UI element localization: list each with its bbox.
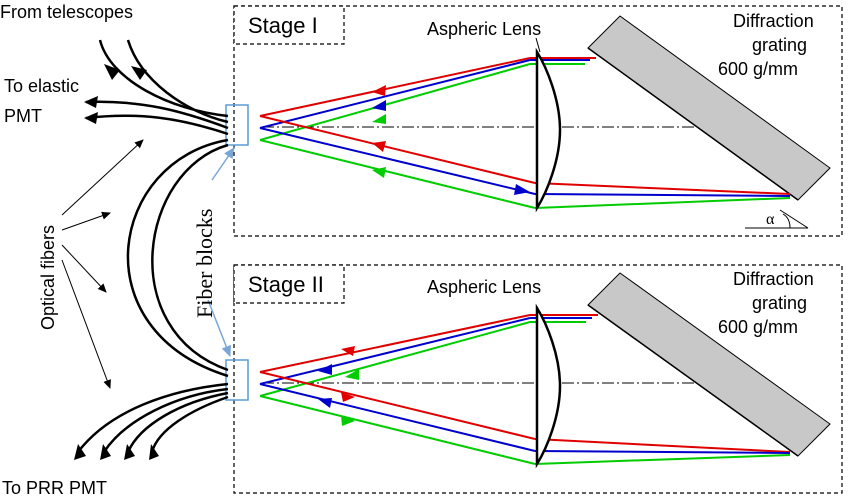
stage-2-ray-blue-lower [259,383,536,452]
stage-2: Stage II [225,264,843,494]
stage-2-ray-green-lower [259,395,536,465]
stage-2-fiber-block [225,359,249,401]
stage-1-ray-green-lower [259,139,536,209]
stage-1-ray-red-upper [259,57,531,117]
stage-2-rays-fiber-lens [259,314,536,465]
fiber-blocks-pointers [207,147,235,357]
fiber-blocks-label: Fiber blocks [192,209,217,318]
fiber-to-prr-1 [77,382,229,453]
fiber-arc-outer [126,138,229,378]
stage-1-grating-surface [587,47,799,201]
fiber-to-elastic-2 [85,114,229,136]
stage-1-grating-label-line2: grating [752,35,807,55]
fiber-arrowheads [74,64,159,460]
stage-1-ray-green-upper [259,63,531,141]
optical-fibers-label: Optical fibers [38,225,58,330]
fiber-from-telescope-2 [126,39,229,124]
stage-1-aspheric-lens [535,47,562,213]
stage-1-alpha-ray [779,209,809,229]
stage-2-grating-label-line3: 600 g/mm [718,317,798,337]
stage-1-grating-label-line1: Diffraction [733,11,814,31]
stage-1-title-box [233,5,345,45]
stage-1: Stage I α [225,5,843,237]
fiber-from-telescope-1 [98,39,229,118]
from-telescopes-label: From telescopes [0,2,133,22]
stage-1-lens-label: Aspheric Lens [427,19,541,39]
stage-1-frame [233,5,843,237]
stage-2-title: Stage II [248,272,324,297]
fiber-to-prr-2 [102,387,229,453]
stage-2-frame [233,264,843,494]
fiber-arc-inner [151,143,229,372]
stage-2-ray-blue-upper [259,317,531,385]
stage-1-ray-blue-lower [259,127,536,195]
stage-1-rays-fiber-lens [259,57,536,209]
stage-1-ray-blue-upper [259,59,531,129]
stage-2-ray-red-lower [259,371,536,440]
stage-2-aspheric-lens [535,303,562,469]
optical-fibers-pointers [61,139,144,389]
stage-2-title-box [233,264,345,304]
stage-2-lens-label: Aspheric Lens [427,277,541,297]
fiber-to-prr-3 [126,391,229,453]
stage-2-ray-red-upper [259,314,531,373]
stage-1-fiber-block [225,104,249,146]
stage-1-lens-pointer [535,37,541,53]
stage-1-ray-red-lower [259,115,536,184]
to-elastic-label-line2: PMT [4,106,42,126]
stage-1-title: Stage I [248,13,318,38]
to-elastic-label-line1: To elastic [4,76,79,96]
stage-2-grating-surface [587,304,799,457]
stage-1-alpha-label: α [766,211,775,228]
stage-2-ray-green-upper [259,321,531,397]
stage-1-alpha-arc [782,213,791,229]
optical-fiber-bundle [77,39,229,453]
fiber-to-elastic-1 [85,100,229,130]
stage-2-grating-label-line1: Diffraction [733,269,814,289]
stage-2-grating-label-line2: grating [752,293,807,313]
fiber-to-prr-4 [150,395,229,453]
to-prr-pmt-label: To PRR PMT [2,478,107,498]
stage-1-grating-label-line3: 600 g/mm [718,59,798,79]
